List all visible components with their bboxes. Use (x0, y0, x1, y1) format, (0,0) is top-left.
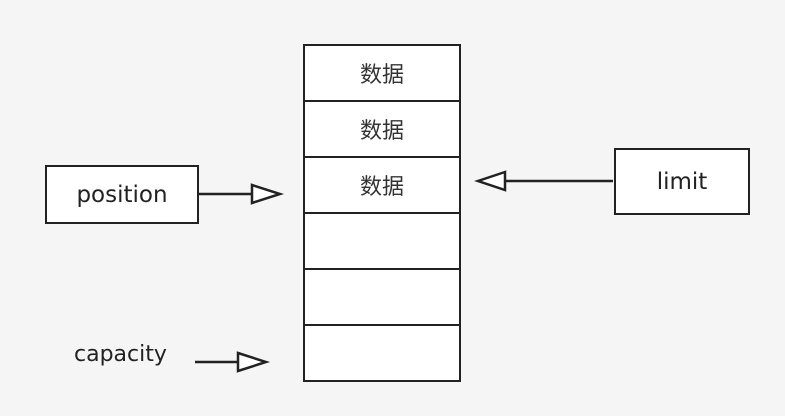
buffer-cell-5 (305, 270, 459, 326)
buffer-cell-1: 数据 (305, 46, 459, 102)
position-pointer-box: position (45, 165, 199, 224)
buffer-cell-4 (305, 214, 459, 270)
buffer-cell-3: 数据 (305, 158, 459, 214)
capacity-arrow-head-icon (236, 351, 271, 373)
buffer-cell-2: 数据 (305, 102, 459, 158)
position-arrow-head-icon (250, 183, 285, 205)
capacity-label: capacity (74, 342, 167, 367)
position-label: position (76, 181, 168, 208)
limit-pointer-box: limit (614, 148, 750, 215)
buffer-cell-6 (305, 326, 459, 380)
buffer-array: 数据 数据 数据 (303, 44, 461, 382)
limit-label: limit (656, 168, 708, 195)
limit-arrow-head-icon (474, 170, 507, 192)
